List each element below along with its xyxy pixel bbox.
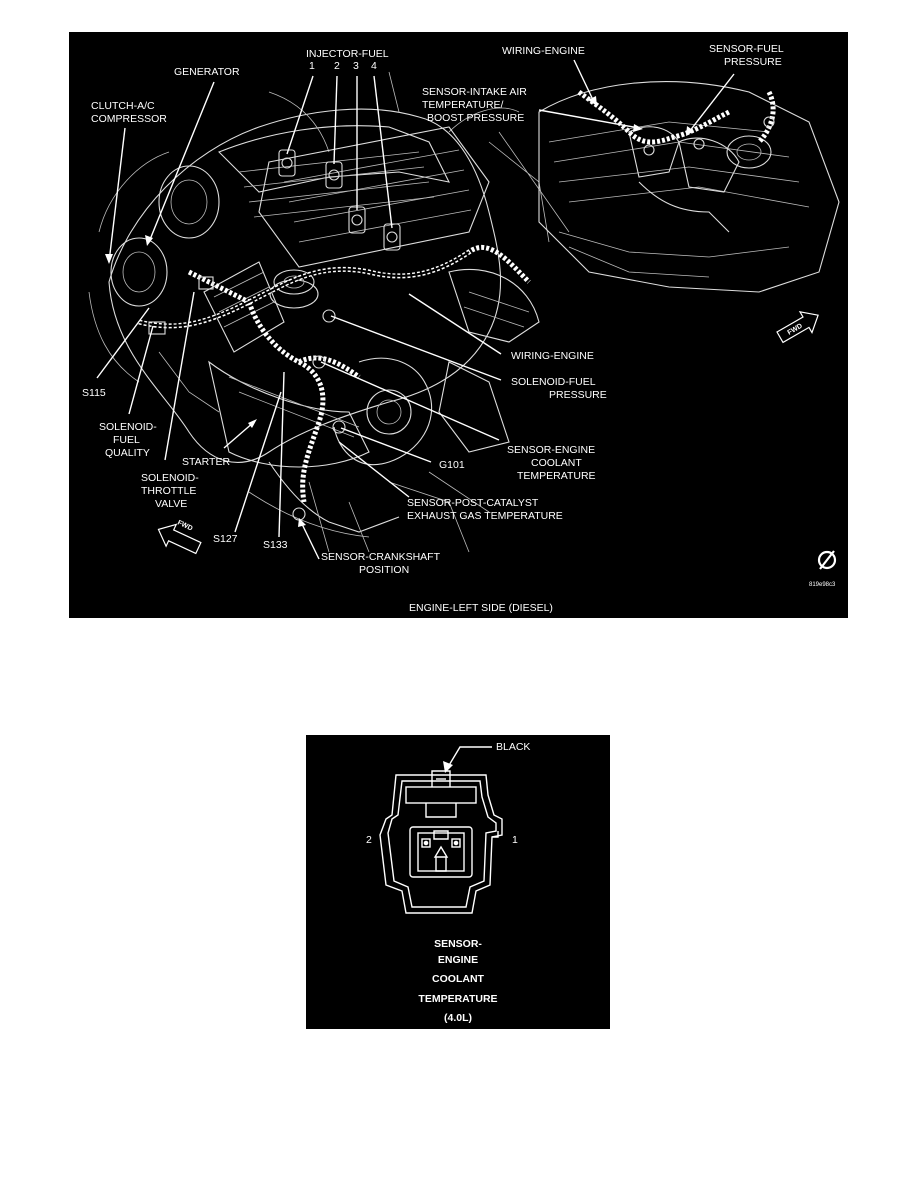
label-starter: STARTER [182,456,230,468]
connector-title-line4: TEMPERATURE [418,993,497,1005]
connector-title-line2: ENGINE [438,954,478,966]
label-solenoid-fuel-pressure-1: SOLENOID-FUEL [511,376,596,388]
label-post-cat-2: EXHAUST GAS TEMPERATURE [407,510,563,522]
figure-caption: ENGINE-LEFT SIDE (DIESEL) [409,602,553,614]
label-injector-1: 1 [309,60,315,72]
leader-lines [96,59,735,560]
label-intake-air-2: TEMPERATURE/ [422,99,504,111]
label-solenoid-fuel-pressure-2: PRESSURE [549,389,607,401]
label-intake-air-3: BOOST PRESSURE [427,112,524,124]
label-sensor-fuel-pressure-1: SENSOR-FUEL [709,43,784,55]
pin-2-label: 2 [366,834,372,846]
label-post-cat-1: SENSOR-POST-CATALYST [407,497,539,509]
connector-body [379,770,503,914]
engine-illustration: CLUTCH-A/C COMPRESSOR GENERATOR INJECTOR… [82,43,840,614]
label-solenoid-fuel-quality-3: QUALITY [105,447,150,459]
connector-diagram-panel: BLACK 2 1 SENSOR- ENGINE COOLANT TEMPERA… [306,735,610,1029]
label-injector-3: 3 [353,60,359,72]
label-clutch-ac-2: COMPRESSOR [91,113,167,125]
label-sensor-fuel-pressure-2: PRESSURE [724,56,782,68]
connector-illustration: BLACK 2 1 SENSOR- ENGINE COOLANT TEMPERA… [366,741,530,1024]
figure-code: 819e98c3 [809,582,836,588]
label-solenoid-fuel-quality-1: SOLENOID- [99,421,157,433]
label-wiring-engine: WIRING-ENGINE [511,350,594,362]
inset-artwork [538,81,840,293]
black-leader-line [447,746,492,768]
label-wiring-engine-top: WIRING-ENGINE [502,45,585,57]
label-solenoid-fuel-quality-2: FUEL [113,434,140,446]
label-injector-fuel: INJECTOR-FUEL [306,48,389,60]
connector-title-line3: COOLANT [432,973,484,985]
label-sensor-ect-1: SENSOR-ENGINE [507,444,595,456]
black-leader-arrow [443,761,453,773]
label-sensor-ect-3: TEMPERATURE [517,470,596,482]
label-solenoid-throttle-1: SOLENOID- [141,472,199,484]
engine-diagram-panel: CLUTCH-A/C COMPRESSOR GENERATOR INJECTOR… [69,32,848,618]
label-s115: S115 [82,387,106,399]
connector-color-label: BLACK [496,741,530,753]
label-sensor-ect-2: COOLANT [531,457,582,469]
label-generator: GENERATOR [174,66,240,78]
label-solenoid-throttle-2: THROTTLE [141,485,196,497]
engine-artwork [88,71,570,553]
label-intake-air-1: SENSOR-INTAKE AIR [422,86,527,98]
connector-title-line5: (4.0L) [444,1012,472,1024]
label-injector-2: 2 [334,60,340,72]
pin-1-label: 1 [512,834,518,846]
label-crankshaft-2: POSITION [359,564,409,576]
label-injector-4: 4 [371,60,377,72]
fwd-arrow-inset [776,310,819,344]
label-clutch-ac-1: CLUTCH-A/C [91,100,155,112]
label-solenoid-throttle-3: VALVE [155,498,187,510]
label-crankshaft-1: SENSOR-CRANKSHAFT [321,551,441,563]
fwd-label-main: FWD [176,519,193,532]
label-s133: S133 [263,539,288,551]
connector-title-line1: SENSOR- [434,938,482,950]
publisher-logo-icon [817,550,837,570]
fwd-arrow-main [157,523,202,555]
label-g101: G101 [439,459,465,471]
label-s127: S127 [213,533,238,545]
